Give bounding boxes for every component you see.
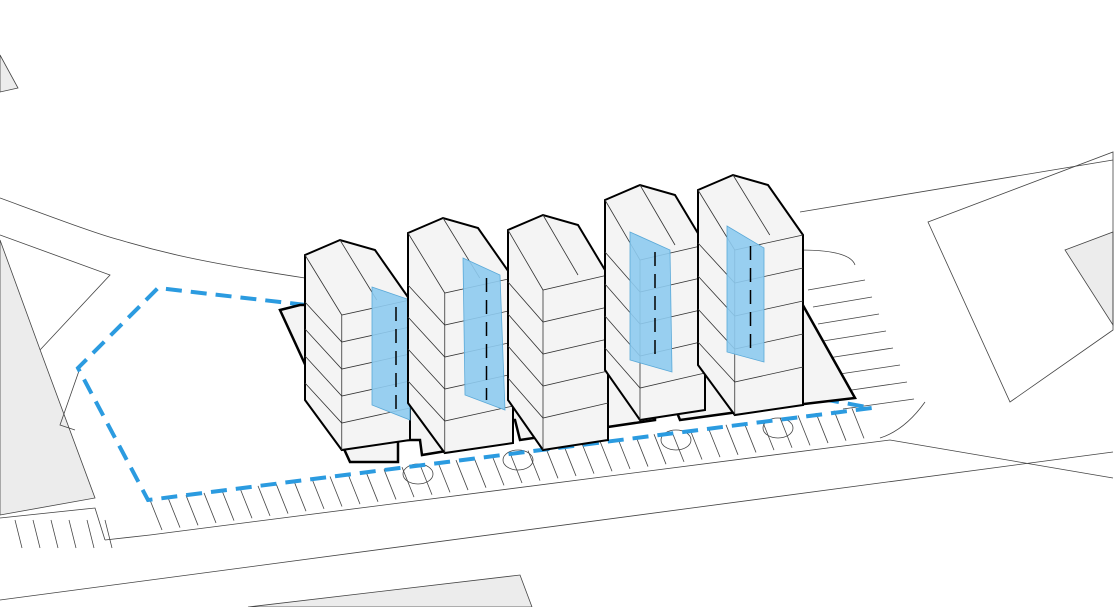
parking-stall-line [491,455,505,486]
context-block-top-left [0,54,19,93]
parking-stall-line [689,429,703,460]
parking-stall-line [239,488,253,519]
building-3 [507,213,609,452]
parking-stall-line [671,431,685,462]
parking-stall-line [812,296,873,308]
parking-stall-line [833,410,847,441]
parking-stall-line [167,497,181,528]
parking-stall-line [842,398,915,410]
parking-stall-line [293,481,307,512]
parking-stall-line [545,448,559,479]
building-2 [407,216,514,455]
ridge-line [339,239,378,301]
floor-line [507,281,609,323]
parking-stall-line [653,434,667,465]
parking-stall-line [185,495,199,526]
parking-stall-line [419,464,433,495]
parking-stall-line [68,519,77,549]
parking-stall-line [807,279,866,291]
floor-line [507,345,609,387]
parking-stall-line [365,471,379,502]
floor-line [507,313,609,355]
parking-stall-line [509,452,523,484]
parking-stall-line [401,466,415,498]
parking-stall-line [617,438,631,470]
parking-stall-line [797,415,811,446]
parking-stall-line [635,436,649,467]
parking-stall-line [149,499,163,531]
building-4 [604,183,706,422]
parking-stall-line [473,457,487,488]
parking-stall-line [599,441,613,472]
ridge-line [542,214,579,276]
parking-stall-line [32,519,41,549]
parking-stall-line [817,313,880,325]
parking-stall-line [581,443,595,474]
building-1 [304,238,411,452]
parking-stall-line [827,347,894,359]
floor-line [507,377,609,419]
floor-line [604,347,706,389]
parking-stall-line [257,485,271,517]
context-block-left [0,239,96,516]
parking-stall-line [832,364,901,376]
parking-stall-line [527,450,541,481]
parking-stall-line [779,417,793,448]
road-lines [0,151,1114,601]
circulation-core [629,231,673,373]
circulation-core [371,286,411,421]
parking-stalls [14,279,915,549]
parking-stall-line [383,469,397,500]
context-block-right [1064,231,1114,327]
building-5 [697,173,804,417]
context-block-bottom [247,574,533,607]
parking-stall-line [455,459,469,491]
parking-stall-line [311,478,325,509]
circulation-core [726,225,765,363]
parking-stall-line [203,492,217,524]
parking-stall-line [851,408,865,439]
buildings [304,173,804,455]
parking-stall-line [329,476,343,507]
parking-stall-line [86,519,95,549]
parking-stall-line [743,422,757,453]
floor-line [304,382,411,424]
floor-line [697,341,804,383]
parking-stall-line [14,519,23,549]
parking-stall-line [221,490,235,521]
parking-stall-line [822,330,887,342]
parking-stall-line [347,474,361,505]
ridge-line [639,184,676,246]
parking-stall-line [50,519,59,549]
context-blocks [0,54,1114,607]
parking-stall-line [725,424,739,455]
ridge-line [732,174,771,236]
parking-stall-line [275,483,289,514]
parking-stall-line [815,412,829,444]
parking-stall-line [104,519,113,549]
parking-stall-line [707,427,721,458]
floor-line [407,380,514,422]
circulation-core [462,257,506,411]
parking-stall-line [437,462,451,493]
parking-stall-line [563,445,577,477]
